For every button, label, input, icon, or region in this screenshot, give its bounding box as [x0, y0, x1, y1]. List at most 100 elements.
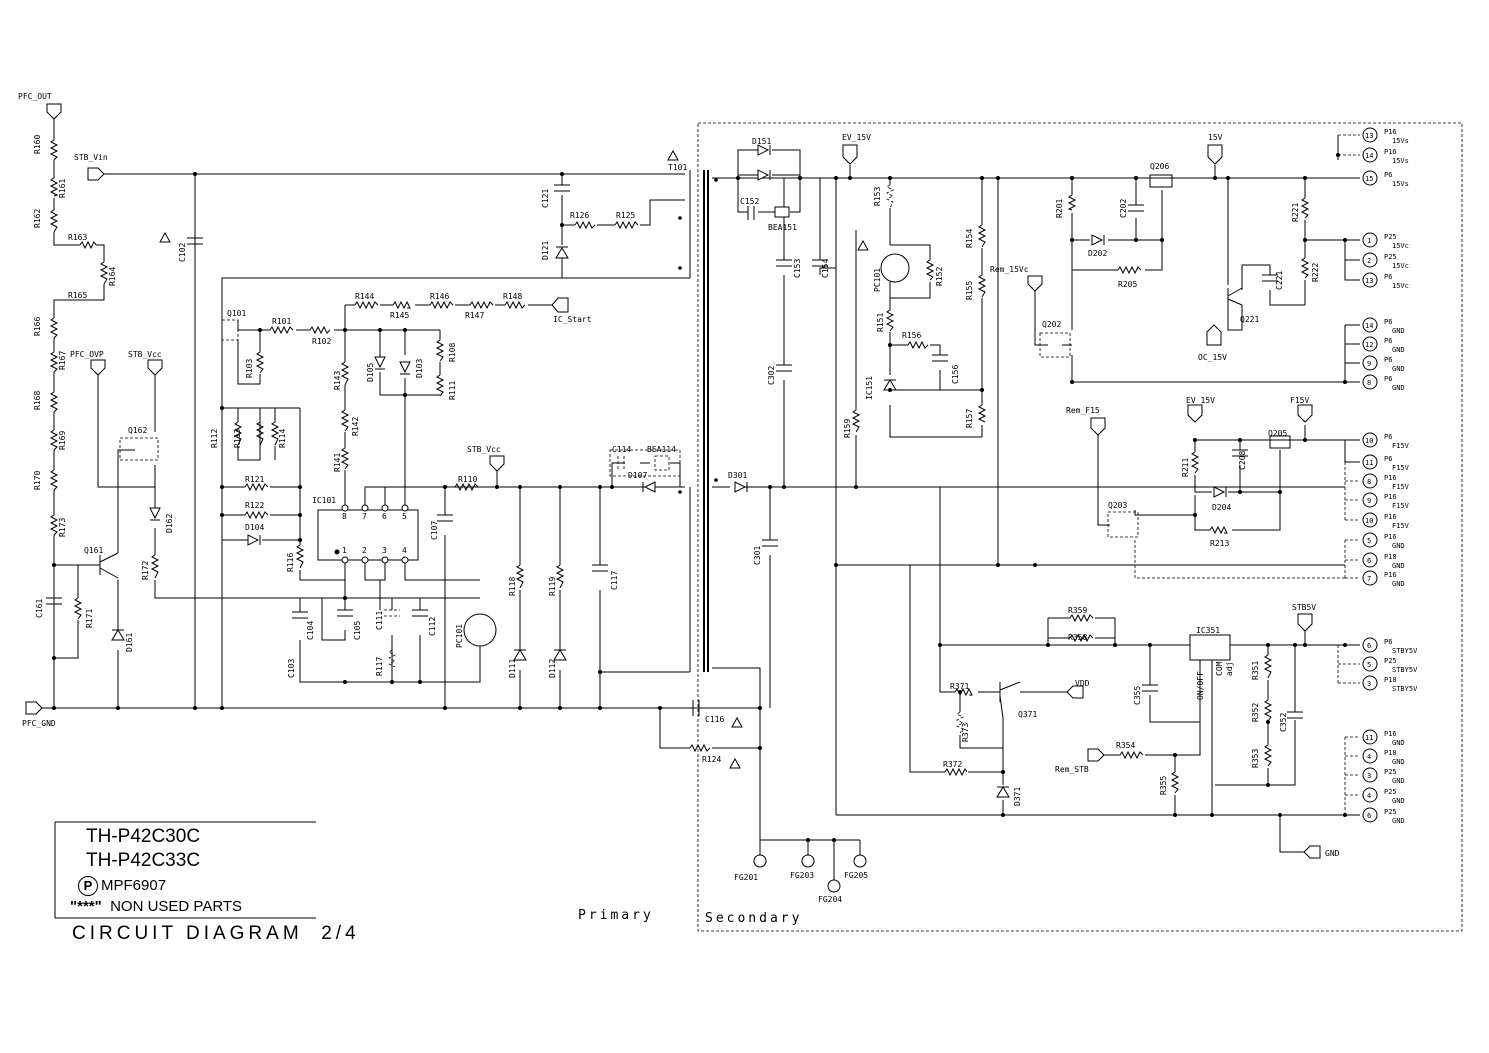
connector-pin-circle — [1362, 147, 1378, 163]
connector-name: P6 — [1384, 318, 1392, 326]
part-label: D104 — [245, 523, 264, 532]
page-number: 2/4 — [321, 923, 360, 944]
part-label: D161 — [125, 633, 134, 652]
part-label: R168 — [33, 391, 42, 410]
connector-pin-number: 3 — [1367, 772, 1371, 780]
connector-pin-number: 8 — [1367, 478, 1371, 486]
connector-pin-number: 11 — [1365, 734, 1373, 742]
connector-name: P18 — [1384, 553, 1397, 561]
part-label: R154 — [965, 229, 974, 248]
connector-name: P18 — [1384, 749, 1397, 757]
connector-signal: 15Vs — [1392, 157, 1409, 165]
ic101-pin: 4 — [402, 546, 407, 555]
part-label: C301 — [753, 546, 762, 565]
part-label: C161 — [35, 599, 44, 618]
part-label: C104 — [306, 621, 315, 640]
connector-pin-number: 5 — [1367, 537, 1371, 545]
connector-signal: GND — [1392, 542, 1405, 550]
connector-pin-number: 6 — [1367, 812, 1371, 820]
connector-signal: GND — [1392, 327, 1405, 335]
connector-pin-number: 14 — [1365, 152, 1373, 160]
connector-name: P6 — [1384, 455, 1392, 463]
part-label: R211 — [1181, 458, 1190, 477]
part-label: R163 — [68, 233, 87, 242]
part-label: R112 — [210, 429, 219, 448]
net-stb-vcc: STB_Vcc — [128, 350, 162, 359]
part-label: R354 — [1116, 741, 1135, 750]
part-label: IC351 — [1196, 626, 1220, 635]
ic101-pin: 1 — [342, 546, 347, 555]
connector-pin-circle — [1362, 807, 1378, 823]
connector-name: P16 — [1384, 128, 1397, 136]
ic-pin-labels: ON/OFF COM adj 8 7 6 5 1 2 3 4 — [342, 512, 1234, 700]
part-label: R113 — [233, 429, 242, 448]
p-circle-symbol: P — [78, 876, 98, 896]
non-used-mark: "***" — [70, 898, 102, 915]
part-label: R359 — [1068, 606, 1087, 615]
part-label: R156 — [902, 331, 921, 340]
part-code: MPF6907 — [101, 876, 167, 894]
part-label: D151 — [752, 137, 771, 146]
connector-pin-circle — [1362, 767, 1378, 783]
connector-name: P16 — [1384, 493, 1397, 501]
connector-signal: 15Vc — [1392, 242, 1409, 250]
connector-pin-number: 3 — [1367, 680, 1371, 688]
diagram-title: CIRCUIT DIAGRAM — [72, 923, 303, 944]
part-label: C153 — [793, 259, 802, 278]
part-label: R144 — [355, 292, 374, 301]
connector-pin-number: 2 — [1367, 257, 1371, 265]
connector-pin-number: 4 — [1367, 792, 1371, 800]
part-label: R122 — [245, 501, 264, 510]
part-label: R111 — [448, 381, 457, 400]
connector-name: P6 — [1384, 273, 1392, 281]
ic101-pin: 8 — [342, 512, 347, 521]
connector-pin-circle — [1362, 675, 1378, 691]
connector-name: P6 — [1384, 433, 1392, 441]
part-label: C355 — [1133, 686, 1142, 705]
part-label: R160 — [33, 135, 42, 154]
secondary-wiring — [722, 134, 1360, 880]
non-used-line: "***" NON USED PARTS — [70, 898, 242, 915]
connector-pin-circle — [1362, 355, 1378, 371]
connector-pin-number: 13 — [1365, 277, 1373, 285]
connector-pin-number: 14 — [1365, 322, 1373, 330]
connector-pin-number: 15 — [1365, 175, 1373, 183]
connector-signal: 15Vs — [1392, 180, 1409, 188]
net-labels: PFC_OUT STB_Vin PFC_OVP STB_Vcc PFC_GND … — [18, 92, 1340, 858]
net-vdd: VDD — [1075, 679, 1090, 688]
secondary-part-labels: D151 C152 BEA151 C153 C154 PC101 R153 R1… — [728, 137, 1320, 904]
part-label: C152 — [740, 197, 759, 206]
part-label: R201 — [1055, 199, 1064, 218]
part-label: R142 — [351, 417, 360, 436]
connector-pin-circle — [1362, 729, 1378, 745]
diagram-title-line: CIRCUIT DIAGRAM 2/4 — [72, 923, 360, 945]
connector-signal: GND — [1392, 758, 1405, 766]
part-label: R117 — [375, 657, 384, 676]
net-ic-start: IC_Start — [553, 315, 592, 324]
connector-pin-number: 10 — [1365, 517, 1373, 525]
part-label: R103 — [245, 359, 254, 378]
part-label: R358 — [1068, 633, 1087, 642]
part-label: PC101 — [455, 624, 464, 648]
part-label: BEA114 — [647, 445, 676, 454]
part-label: Q221 — [1240, 315, 1259, 324]
connector-signal: GND — [1392, 817, 1405, 825]
connector-name: P25 — [1384, 788, 1397, 796]
connector-name: P16 — [1384, 571, 1397, 579]
net-ev-15v: EV_15V — [842, 133, 871, 142]
connector-name: P25 — [1384, 233, 1397, 241]
ic101-pin: 6 — [382, 512, 387, 521]
part-label: C221 — [1275, 271, 1284, 290]
frame-ground-points — [753, 854, 867, 893]
part-label: R114 — [278, 429, 287, 448]
connector-pin-circle — [1362, 336, 1378, 352]
